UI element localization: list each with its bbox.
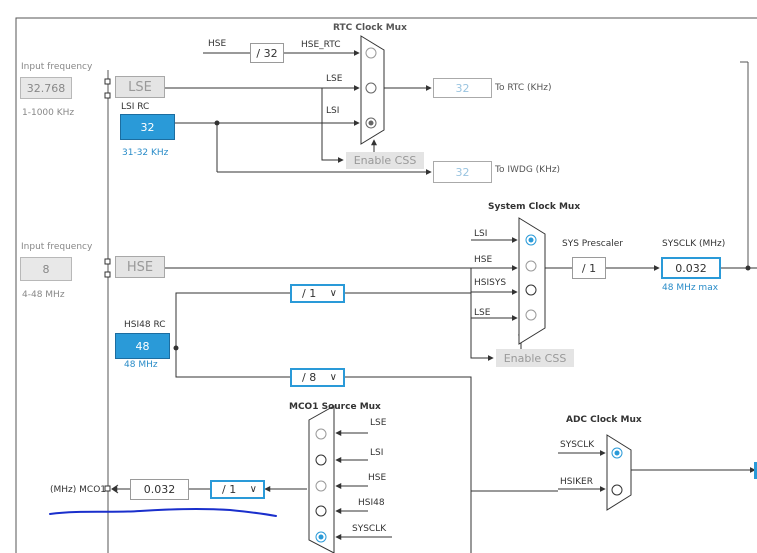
rtc-radio-lse [365, 82, 377, 94]
rtc-output-label: To RTC (KHz) [495, 83, 552, 93]
hse-source: HSE [115, 256, 165, 278]
lsi-rc-label: LSI RC [121, 102, 150, 112]
iwdg-output-value: 32 [433, 161, 492, 183]
hsi48-range: 48 MHz [124, 360, 158, 370]
sys-prescaler-value[interactable]: / 1 [572, 257, 606, 279]
mco-mux-input-lsi: LSI [370, 448, 384, 458]
sys-radio-hsisys [525, 284, 537, 296]
rtc-radio-hse-rtc [365, 47, 377, 59]
hse-rtc-source-label: HSE [208, 39, 227, 49]
lse-input-frequency-label: Input frequency [21, 62, 93, 72]
adc-mux-title: ADC Clock Mux [566, 415, 642, 425]
enable-css-lse-button[interactable]: Enable CSS [346, 152, 424, 169]
adc-mux-input-sysclk: SYSCLK [560, 440, 595, 450]
mco-mux-input-lse: LSE [370, 418, 387, 428]
enable-css-hse-button[interactable]: Enable CSS [496, 349, 574, 367]
hsi48-rc-label: HSI48 RC [124, 320, 166, 330]
hsi48-rc-value: 48 [115, 333, 170, 359]
mco-radio-lsi [315, 454, 327, 466]
hsi48-div8-select[interactable]: / 8 ∨ [290, 368, 345, 387]
sys-mux-input-lsi: LSI [474, 229, 488, 239]
rtc-input-lsi-label: LSI [326, 106, 340, 116]
mco-output-label: (MHz) MCO1 [50, 485, 106, 495]
lsi-rc-value: 32 [120, 114, 175, 140]
hsisys-divider-value: / 1 [302, 287, 317, 300]
sys-mux-input-hsisys: HSISYS [474, 278, 507, 288]
sysclk-label: SYSCLK (MHz) [662, 239, 726, 249]
mco-radio-lse [315, 428, 327, 440]
hse-input-frequency-label: Input frequency [21, 242, 93, 252]
hse-rtc-divider[interactable]: / 32 [250, 43, 284, 63]
mco-radio-hsi48 [315, 505, 327, 517]
mco-divider-select[interactable]: / 1 ∨ [210, 480, 265, 499]
adc-radio-hsiker [611, 484, 623, 496]
mco-output-value: 0.032 [130, 479, 189, 500]
rtc-input-lse-label: LSE [326, 74, 343, 84]
sys-prescaler-label: SYS Prescaler [562, 239, 623, 249]
chevron-down-icon: ∨ [329, 372, 337, 383]
hsisys-divider-select[interactable]: / 1 ∨ [290, 284, 345, 303]
lse-input-frequency[interactable]: 32.768 [20, 77, 72, 99]
sysclk-max: 48 MHz max [662, 283, 719, 293]
hsi48-div8-value: / 8 [302, 371, 317, 384]
chevron-down-icon: ∨ [329, 288, 337, 299]
sys-mux-input-hse: HSE [474, 255, 493, 265]
hse-rtc-label: HSE_RTC [301, 40, 341, 50]
adc-mux-shape [606, 434, 632, 511]
mco-mux-input-hsi48: HSI48 [358, 498, 385, 508]
mco-mux-shape [308, 405, 335, 553]
iwdg-output-label: To IWDG (KHz) [495, 165, 561, 175]
sys-radio-hse [525, 260, 537, 272]
sys-mux-input-lse: LSE [474, 308, 491, 318]
sys-mux-title: System Clock Mux [488, 202, 581, 212]
chevron-down-icon: ∨ [249, 484, 257, 495]
sysclk-value[interactable]: 0.032 [661, 257, 721, 279]
lse-range: 1-1000 KHz [22, 108, 75, 118]
mco-radio-hse [315, 480, 327, 492]
lse-source: LSE [115, 76, 165, 98]
annotation-underline [49, 507, 277, 517]
rtc-output-value: 32 [433, 78, 492, 98]
hse-input-frequency[interactable]: 8 [20, 257, 72, 281]
mco-divider-value: / 1 [222, 483, 237, 496]
sys-mux-shape [518, 217, 546, 345]
lsi-range: 31-32 KHz [122, 148, 169, 158]
mco-mux-title: MCO1 Source Mux [289, 402, 381, 412]
sys-radio-lse [525, 309, 537, 321]
mco-mux-input-hse: HSE [368, 473, 387, 483]
hse-range: 4-48 MHz [22, 290, 65, 300]
mco-mux-input-sysclk: SYSCLK [352, 524, 387, 534]
adc-mux-input-hsiker: HSIKER [560, 477, 593, 487]
rtc-mux-title: RTC Clock Mux [333, 23, 407, 33]
